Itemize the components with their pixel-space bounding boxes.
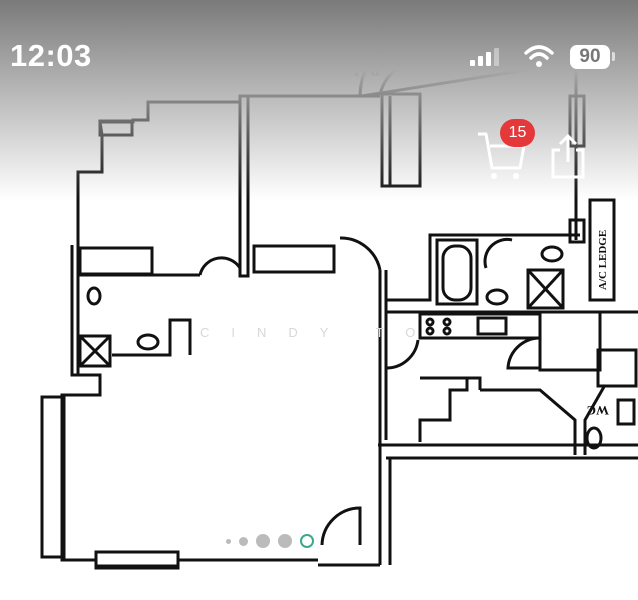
wc-label: WC (587, 403, 609, 418)
cart-count-badge: 15 (500, 119, 535, 147)
battery-indicator: 90 (570, 45, 610, 69)
cellular-signal-icon (470, 48, 499, 66)
balcony-label: BAL. (345, 62, 380, 78)
battery-tip (612, 52, 615, 61)
share-icon[interactable] (550, 132, 586, 180)
pager-dot-active[interactable] (300, 534, 314, 548)
pager-dot[interactable] (226, 538, 231, 544)
pager-dot[interactable] (278, 534, 292, 548)
wifi-icon (524, 45, 554, 67)
ac-ledge-label: A/C LEDGE (597, 230, 609, 290)
pager-dot[interactable] (256, 534, 270, 548)
status-time: 12:03 (10, 38, 92, 73)
image-pager[interactable] (226, 534, 314, 548)
watermark-text: CINDY TO (200, 325, 438, 340)
pager-dot[interactable] (239, 536, 248, 546)
